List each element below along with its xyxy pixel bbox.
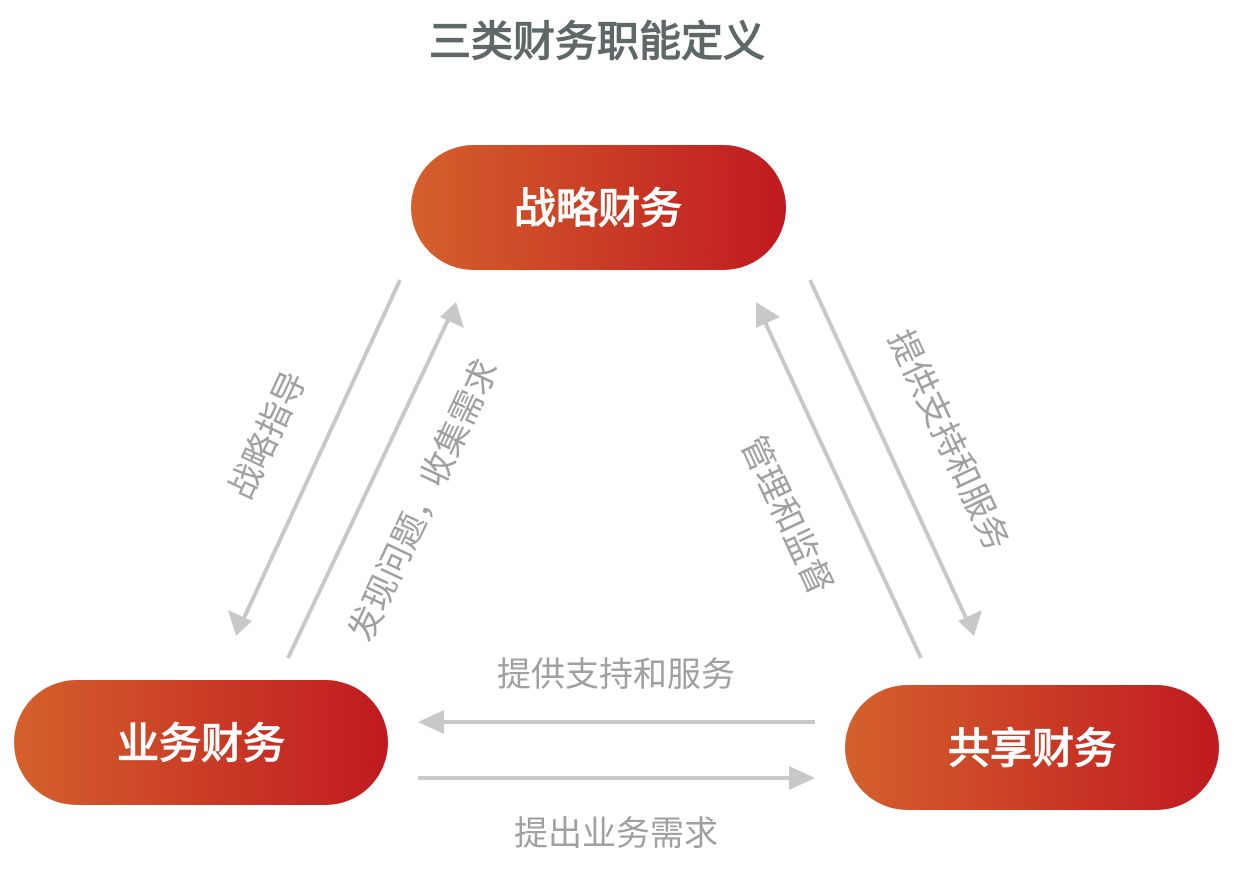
label-business-needs: 提出业务需求 [514,814,718,854]
arrow-business-to-strategic [286,302,464,659]
label-support-service-horizontal: 提供支持和服务 [497,655,735,695]
label-find-problems-collect-needs: 发现问题，收集需求 [341,353,507,647]
arrow-strategic-to-business [228,279,402,636]
diagram-title: 三类财务职能定义 [429,17,765,66]
label-strategic-guidance: 战略指导 [221,365,315,505]
arrow-shared-to-strategic [756,302,923,659]
arrow-strategic-to-shared [808,279,982,636]
node-label: 业务财务 [117,719,285,768]
node-shared-finance: 共享财务 [845,685,1219,810]
node-label: 共享财务 [948,724,1116,773]
arrow-business-to-shared [418,766,815,790]
node-label: 战略财务 [514,184,682,233]
node-strategic-finance: 战略财务 [411,145,786,270]
label-manage-supervise: 管理和监督 [732,430,840,601]
arrow-shared-to-business [418,710,815,734]
node-business-finance: 业务财务 [14,680,388,805]
label-support-service-vertical: 提供支持和服务 [880,324,1017,557]
